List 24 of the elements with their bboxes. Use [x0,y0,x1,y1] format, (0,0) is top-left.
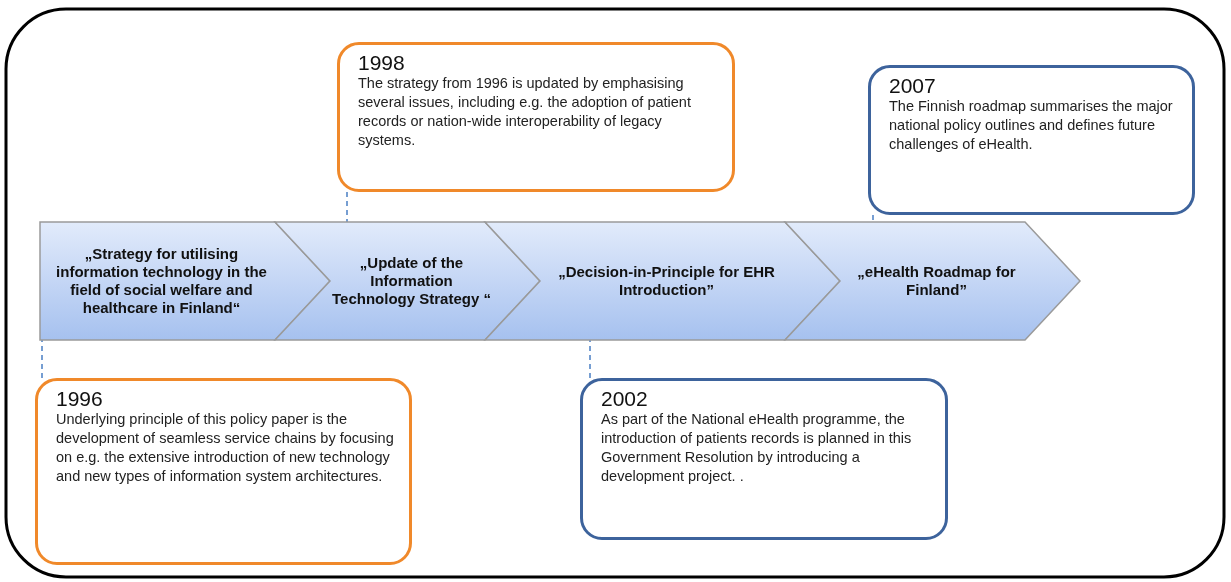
description-text: Underlying principle of this policy paper is the development of seamless service chains by focusing on e.g. the extensive introduction of new technology and new types of information system architectures. [56,410,395,486]
chevron-step [785,222,1080,340]
description-text: As part of the National eHealth programme, the introduction of patients records is planned in this Government Resolution by introducing a development project. . [601,410,913,486]
callout-box [580,378,948,540]
callout-box [35,378,412,565]
step-title: „Decision-in-Principle for EHR Introduction” [557,263,776,299]
leader-line [41,339,43,379]
leader-line [589,339,591,379]
chevron-step [485,222,840,340]
chevron-step [40,222,330,340]
year-label: 1996 [56,387,104,411]
description-text: The strategy from 1996 is updated by emphasising several issues, including e.g. the adoption of patient records or nation-wide interoperability of legacy systems. [358,74,692,150]
leader-line [872,214,874,223]
year-label: 2002 [601,387,649,411]
chevron-step [275,222,540,340]
year-label: 2007 [889,74,937,98]
callout-box [868,65,1195,215]
leader-line [346,191,348,223]
year-label: 1998 [358,51,406,75]
step-title: „Update of the Information Technology Strategy “ [331,254,492,308]
description-text: The Finnish roadmap summarises the major national policy outlines and defines future challenges of eHealth. [889,97,1174,154]
step-title: „Strategy for utilising information technology in the field of social welfare and healthcare in Finland“ [55,245,268,317]
callout-box [337,42,735,192]
step-title: „eHealth Roadmap for Finland” [856,263,1017,299]
